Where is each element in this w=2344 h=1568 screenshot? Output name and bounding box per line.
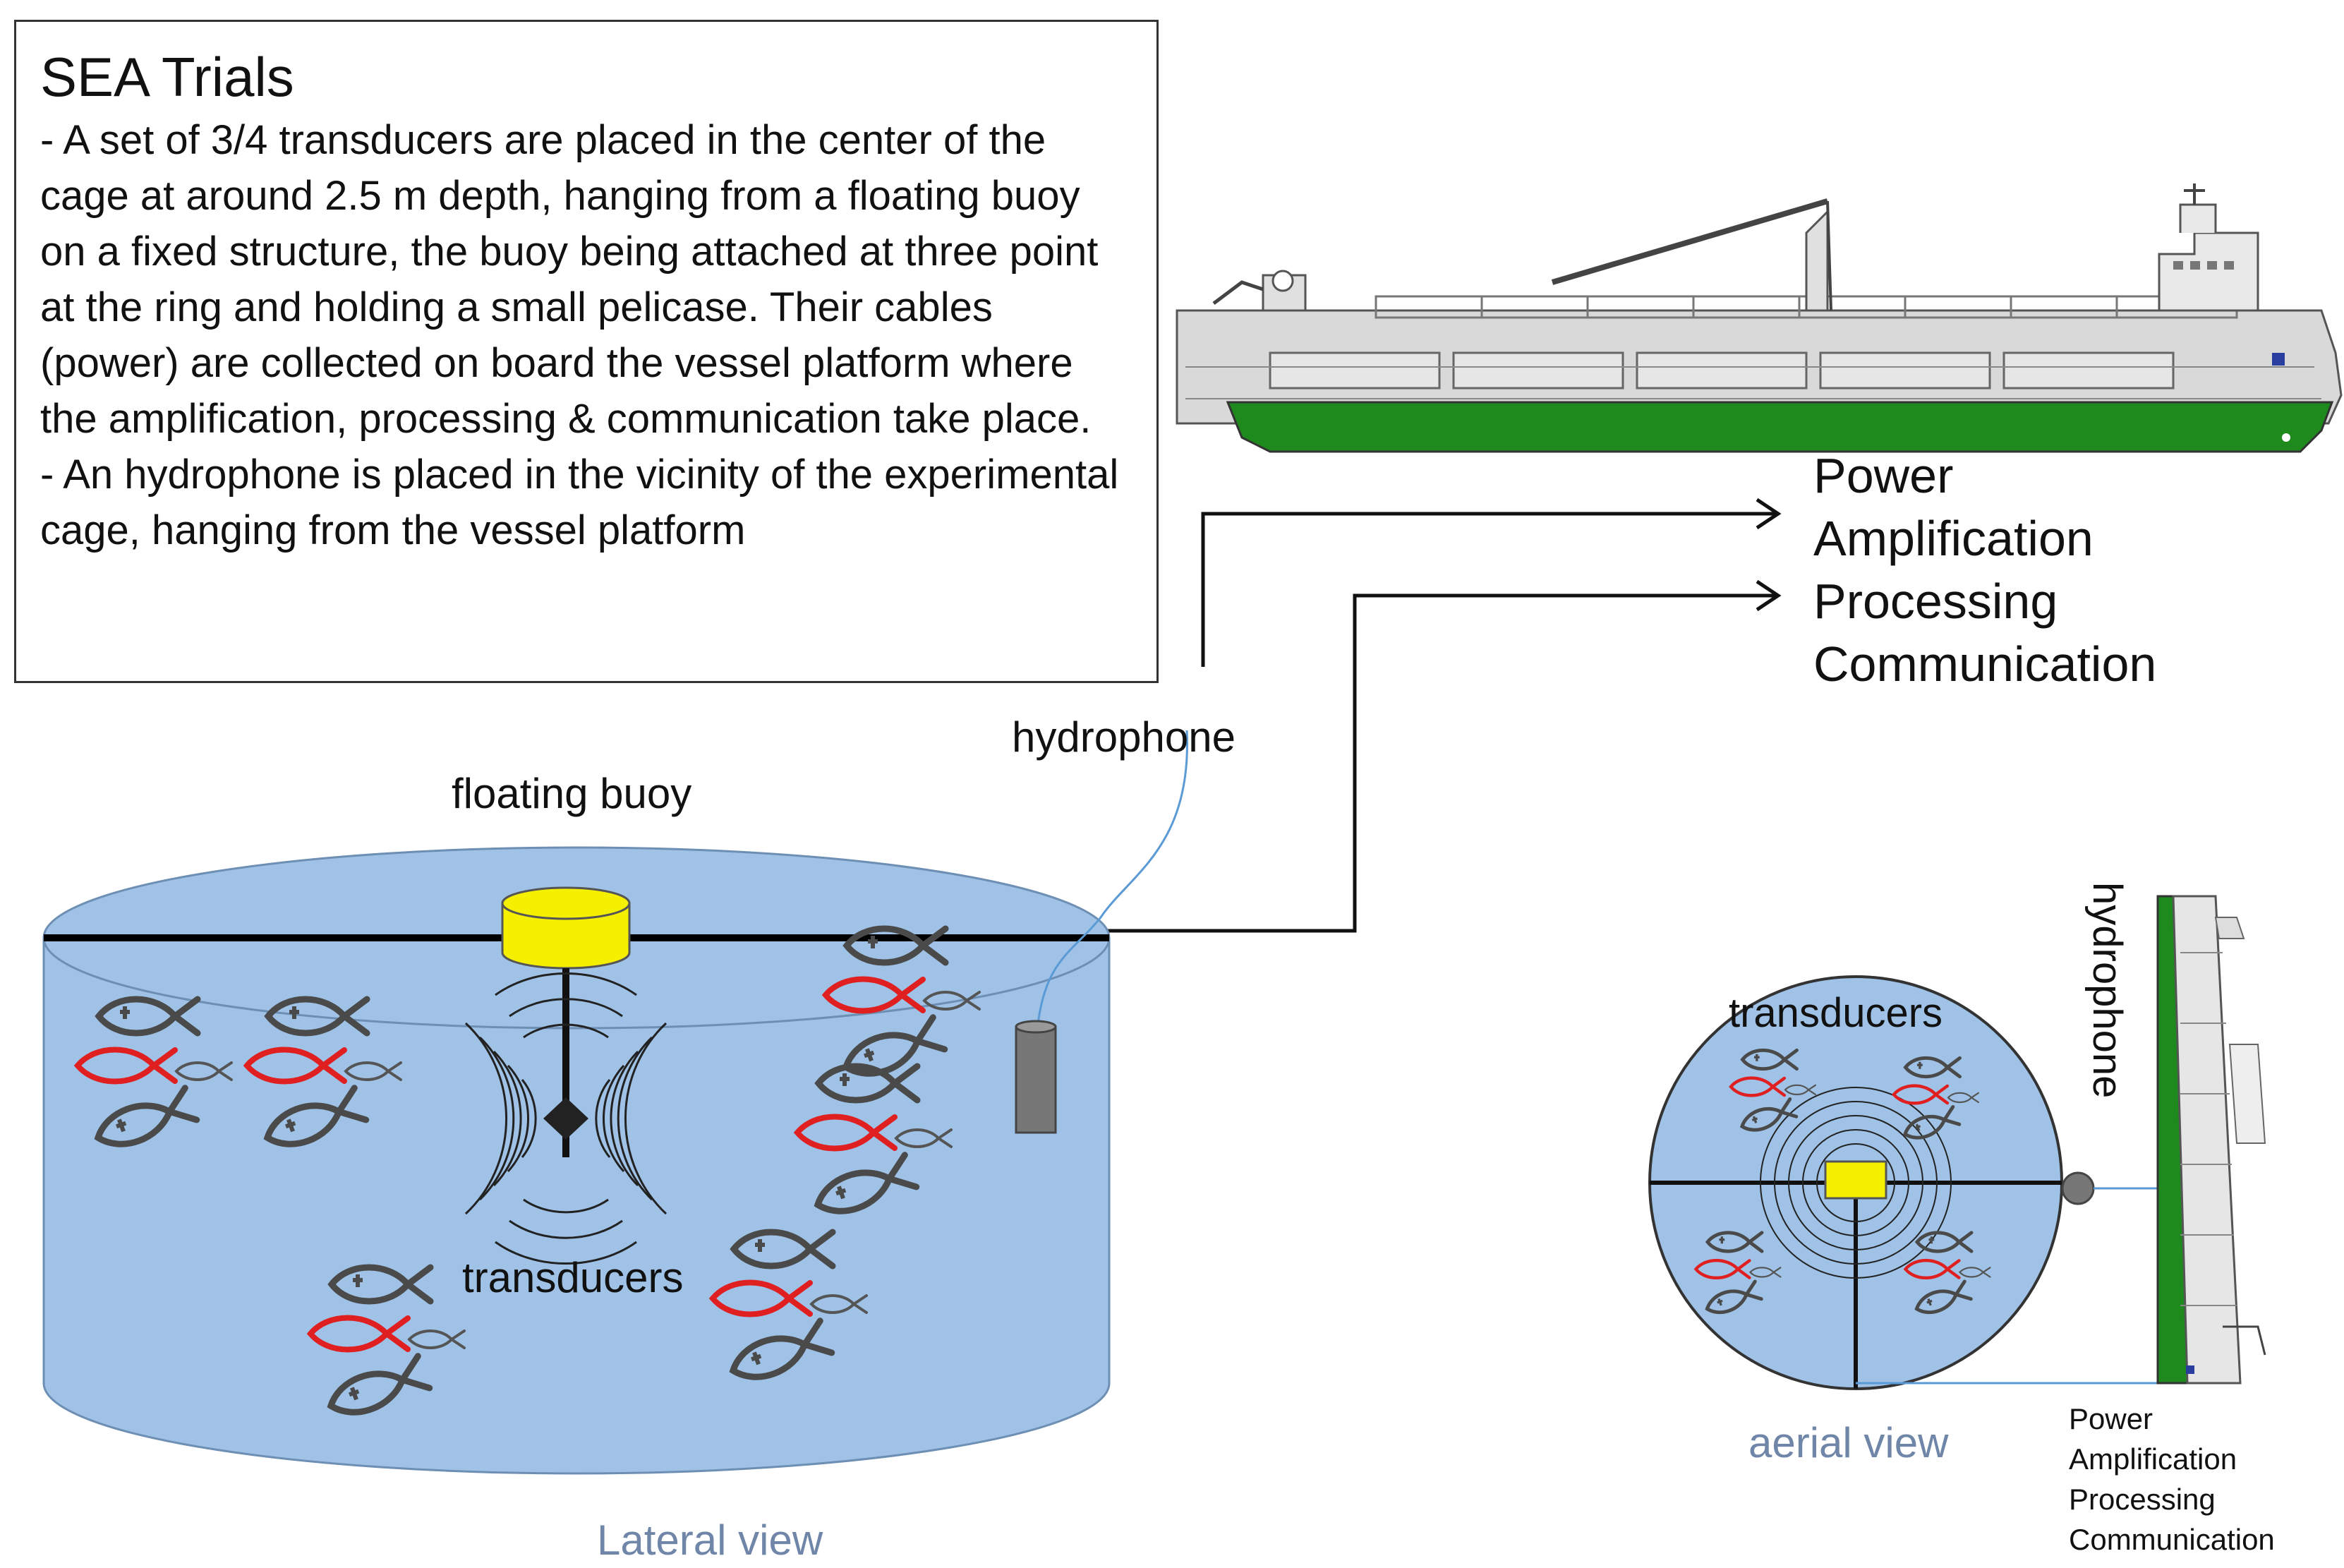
onboard-functions-list: Power Amplification Processing Communica… — [1813, 445, 2156, 696]
cage-lateral-view — [42, 730, 1188, 1475]
onboard-power-small: Power — [2069, 1402, 2153, 1435]
onboard-processing-small: Processing — [2069, 1483, 2216, 1516]
hydrophone-label: hydrophone — [1012, 713, 1236, 761]
aerial-hydrophone-label: hydrophone — [2084, 882, 2130, 1099]
onboard-power: Power — [1813, 448, 1954, 503]
info-paragraph-transducers: - A set of 3/4 transducers are placed in… — [40, 117, 1099, 442]
aerial-view-label: aerial view — [1748, 1419, 1949, 1466]
onboard-amplification-small: Amplification — [2069, 1442, 2237, 1476]
info-title: SEA Trials — [40, 46, 294, 108]
info-paragraph-hydrophone: - An hydrophone is placed in the vicinit… — [40, 452, 1119, 553]
cage-aerial-view — [1648, 975, 2159, 1390]
transducers-label: transducers — [462, 1254, 684, 1301]
lateral-view-label: Lateral view — [597, 1516, 823, 1564]
onboard-functions-list-small: Power Amplification Processing Communica… — [2069, 1399, 2275, 1560]
onboard-amplification: Amplification — [1813, 511, 2094, 566]
cable-connectors — [1108, 497, 1782, 933]
onboard-communication: Communication — [1813, 637, 2157, 692]
vessel-top-view — [2156, 895, 2266, 1385]
floating-buoy-label: floating buoy — [452, 770, 692, 817]
onboard-processing: Processing — [1813, 574, 2058, 629]
onboard-communication-small: Communication — [2069, 1523, 2275, 1556]
info-box: SEA Trials - A set of 3/4 transducers ar… — [14, 20, 1159, 683]
aerial-transducers-label: transducers — [1729, 990, 1943, 1036]
vessel-side-view — [1176, 183, 2343, 453]
